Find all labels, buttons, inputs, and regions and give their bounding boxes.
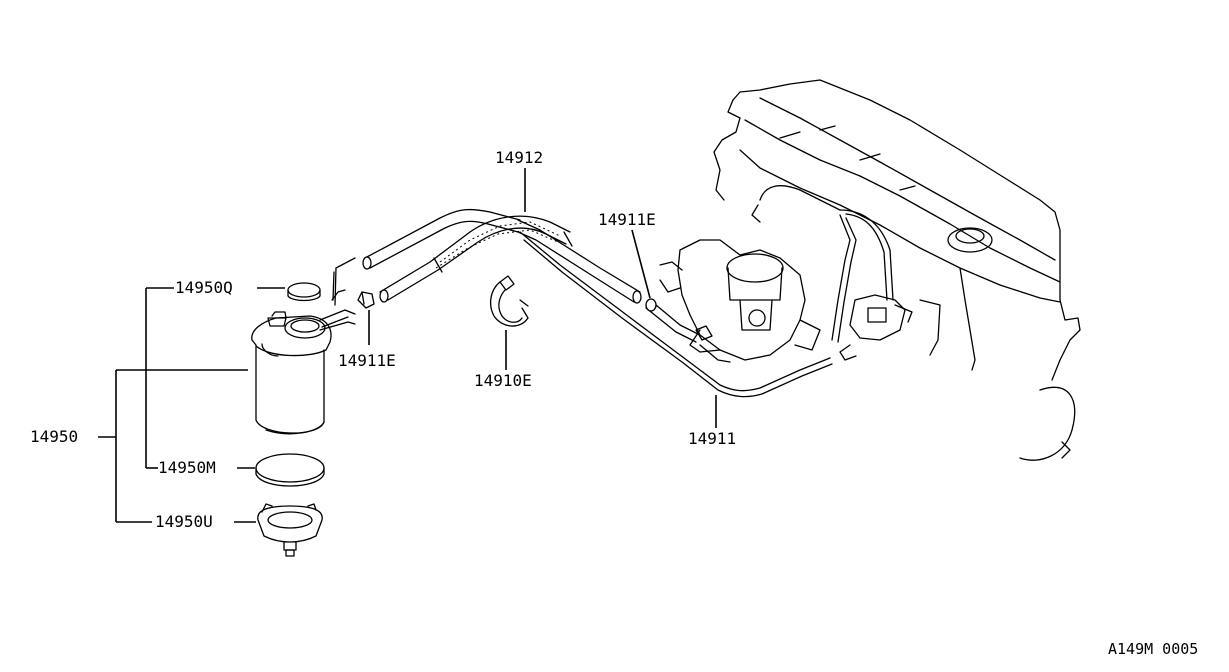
leader-lines xyxy=(98,168,717,523)
part-label-14912: 14912 xyxy=(495,148,544,167)
part-label-14910e: 14910E xyxy=(474,371,532,390)
part-label-14911: 14911 xyxy=(688,429,737,448)
part-label-14950q: 14950Q xyxy=(175,278,233,297)
part-label-14950m: 14950M xyxy=(158,458,216,477)
part-label-14911e-mid: 14911E xyxy=(338,351,396,370)
hose-14912 xyxy=(362,208,833,398)
engine-assembly xyxy=(659,79,1081,461)
clip-14911E-left xyxy=(357,291,375,309)
drawing-code: A149M 0005 xyxy=(1108,640,1199,658)
canister-14950 xyxy=(251,257,356,557)
part-label-14911e-top: 14911E xyxy=(598,210,656,229)
hose-connections xyxy=(645,298,731,363)
part-label-14950: 14950 xyxy=(30,427,79,446)
part-label-14950u: 14950U xyxy=(155,512,213,531)
clamp-14910E xyxy=(489,275,529,327)
